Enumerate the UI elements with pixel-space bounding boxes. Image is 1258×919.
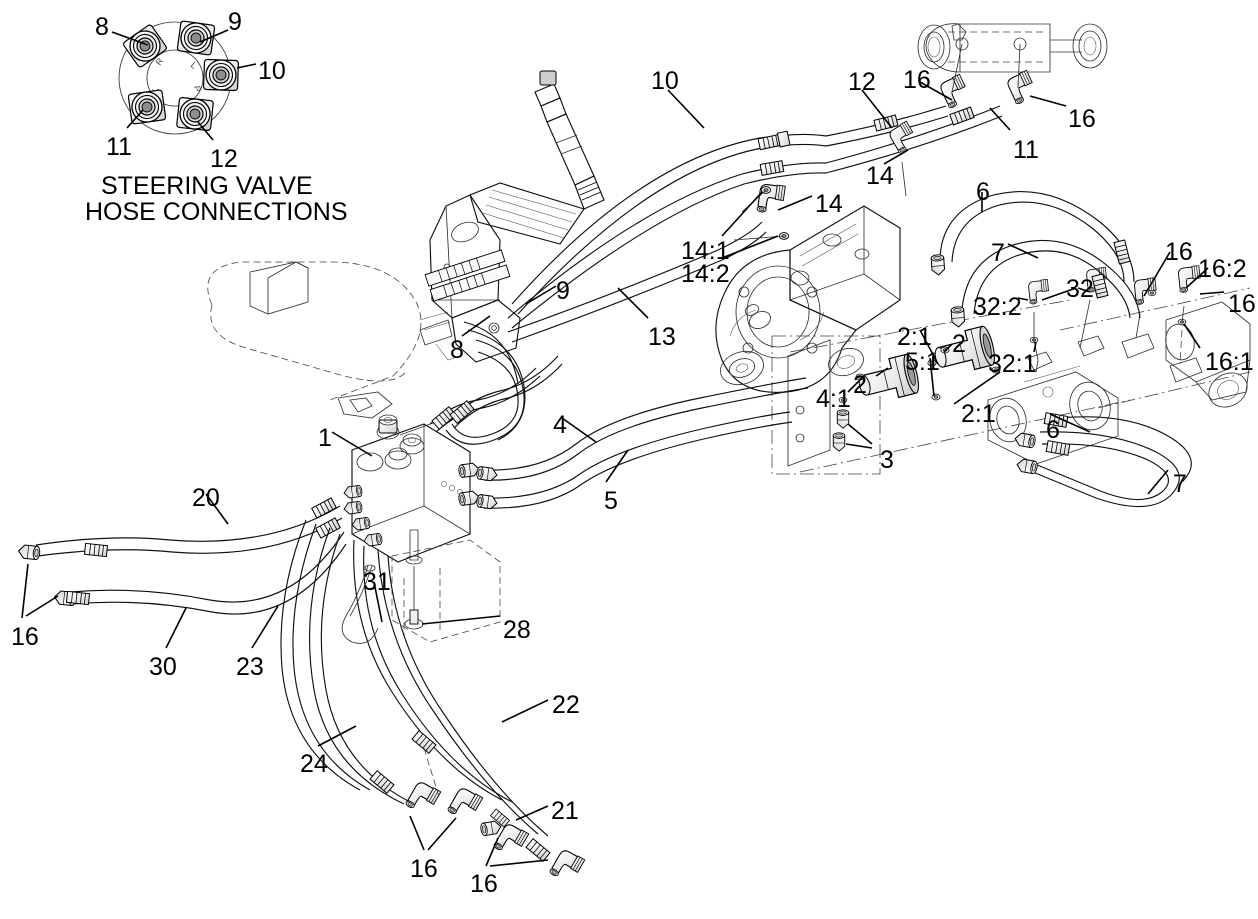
callout-28: 28 xyxy=(503,616,531,644)
callout-16: 16 xyxy=(11,623,39,651)
callout-2: 2 xyxy=(853,371,867,399)
fitting-16-right-group xyxy=(1059,265,1251,409)
callout-10: 10 xyxy=(651,67,679,95)
callout-10: 10 xyxy=(258,57,286,85)
callout-16: 16 xyxy=(410,855,438,883)
callout-8: 8 xyxy=(450,336,464,364)
callout-14: 14 xyxy=(866,162,894,190)
callout-14-1: 14:1 xyxy=(681,237,730,265)
hose-4-5-run xyxy=(475,377,809,510)
steering-gearbox-pump xyxy=(715,205,901,393)
callout-14-2: 14:2 xyxy=(681,260,730,288)
steering-column-assembly xyxy=(419,70,605,363)
callout-21: 21 xyxy=(551,797,579,825)
hose-valve-to-column xyxy=(429,355,563,433)
callout-2: 2 xyxy=(952,330,966,358)
callout-4: 4 xyxy=(553,411,567,439)
callout-5: 5 xyxy=(604,487,618,515)
callout-13: 13 xyxy=(648,323,676,351)
callout-32-2: 32:2 xyxy=(973,293,1022,321)
inset-title-line2: HOSE CONNECTIONS xyxy=(85,198,348,226)
fitting-32-group xyxy=(1027,266,1109,373)
callout-6: 6 xyxy=(976,178,990,206)
callout-8: 8 xyxy=(95,13,109,41)
callout-14: 14 xyxy=(815,190,843,218)
hose-11-12-cylinder-run xyxy=(825,43,1039,197)
callout-16: 16 xyxy=(1165,238,1193,266)
machine-frame-outline xyxy=(207,261,451,419)
callout-leaders xyxy=(21,81,1225,867)
svg-text:R: R xyxy=(153,56,165,67)
steering-valve-inset: R L P T xyxy=(111,20,257,141)
callout-20: 20 xyxy=(192,484,220,512)
inset-title-line1: STEERING VALVE xyxy=(101,172,313,200)
callout-16: 16 xyxy=(470,870,498,898)
hydraulic-control-valve-manifold xyxy=(342,414,501,643)
hose-10-13-long-run xyxy=(507,130,827,343)
callout-2-1: 2:1 xyxy=(897,323,932,351)
callout-9: 9 xyxy=(556,277,570,305)
callout-7: 7 xyxy=(991,239,1005,267)
callout-23: 23 xyxy=(236,653,264,681)
hydraulic-lift-cylinder xyxy=(917,23,1108,73)
hose-6-7-loops xyxy=(930,191,1192,508)
callout-30: 30 xyxy=(149,653,177,681)
callout-16-2: 16:2 xyxy=(1198,255,1247,283)
callout-9: 9 xyxy=(228,8,242,36)
callout-1: 1 xyxy=(318,424,332,452)
hose-lower-bundle xyxy=(280,519,586,886)
callout-4-1: 4:1 xyxy=(816,385,851,413)
callout-11: 11 xyxy=(106,133,132,161)
callout-3: 3 xyxy=(880,446,894,474)
callout-16: 16 xyxy=(1068,105,1096,133)
callout-31: 31 xyxy=(363,568,391,596)
callout-12: 12 xyxy=(848,68,876,96)
callout-22: 22 xyxy=(552,691,580,719)
callout-5-1: 5:1 xyxy=(905,348,940,376)
callout-16: 16 xyxy=(1228,290,1256,318)
svg-text:L: L xyxy=(189,60,199,71)
callout-6: 6 xyxy=(1046,416,1060,444)
callout-32-1: 32:1 xyxy=(988,350,1037,378)
callout-7: 7 xyxy=(1173,470,1187,498)
tee-fitting-plate-group xyxy=(771,299,1131,475)
callout-32: 32 xyxy=(1066,275,1094,303)
callout-12: 12 xyxy=(210,145,238,173)
svg-text:P: P xyxy=(192,85,202,92)
callout-16-1: 16:1 xyxy=(1205,348,1254,376)
wheel-motor xyxy=(987,335,1119,465)
callout-2-1: 2:1 xyxy=(961,400,996,428)
hose-8-9 xyxy=(445,321,526,445)
callout-11: 11 xyxy=(1013,136,1039,164)
callout-24: 24 xyxy=(300,750,328,778)
callout-16: 16 xyxy=(903,66,931,94)
